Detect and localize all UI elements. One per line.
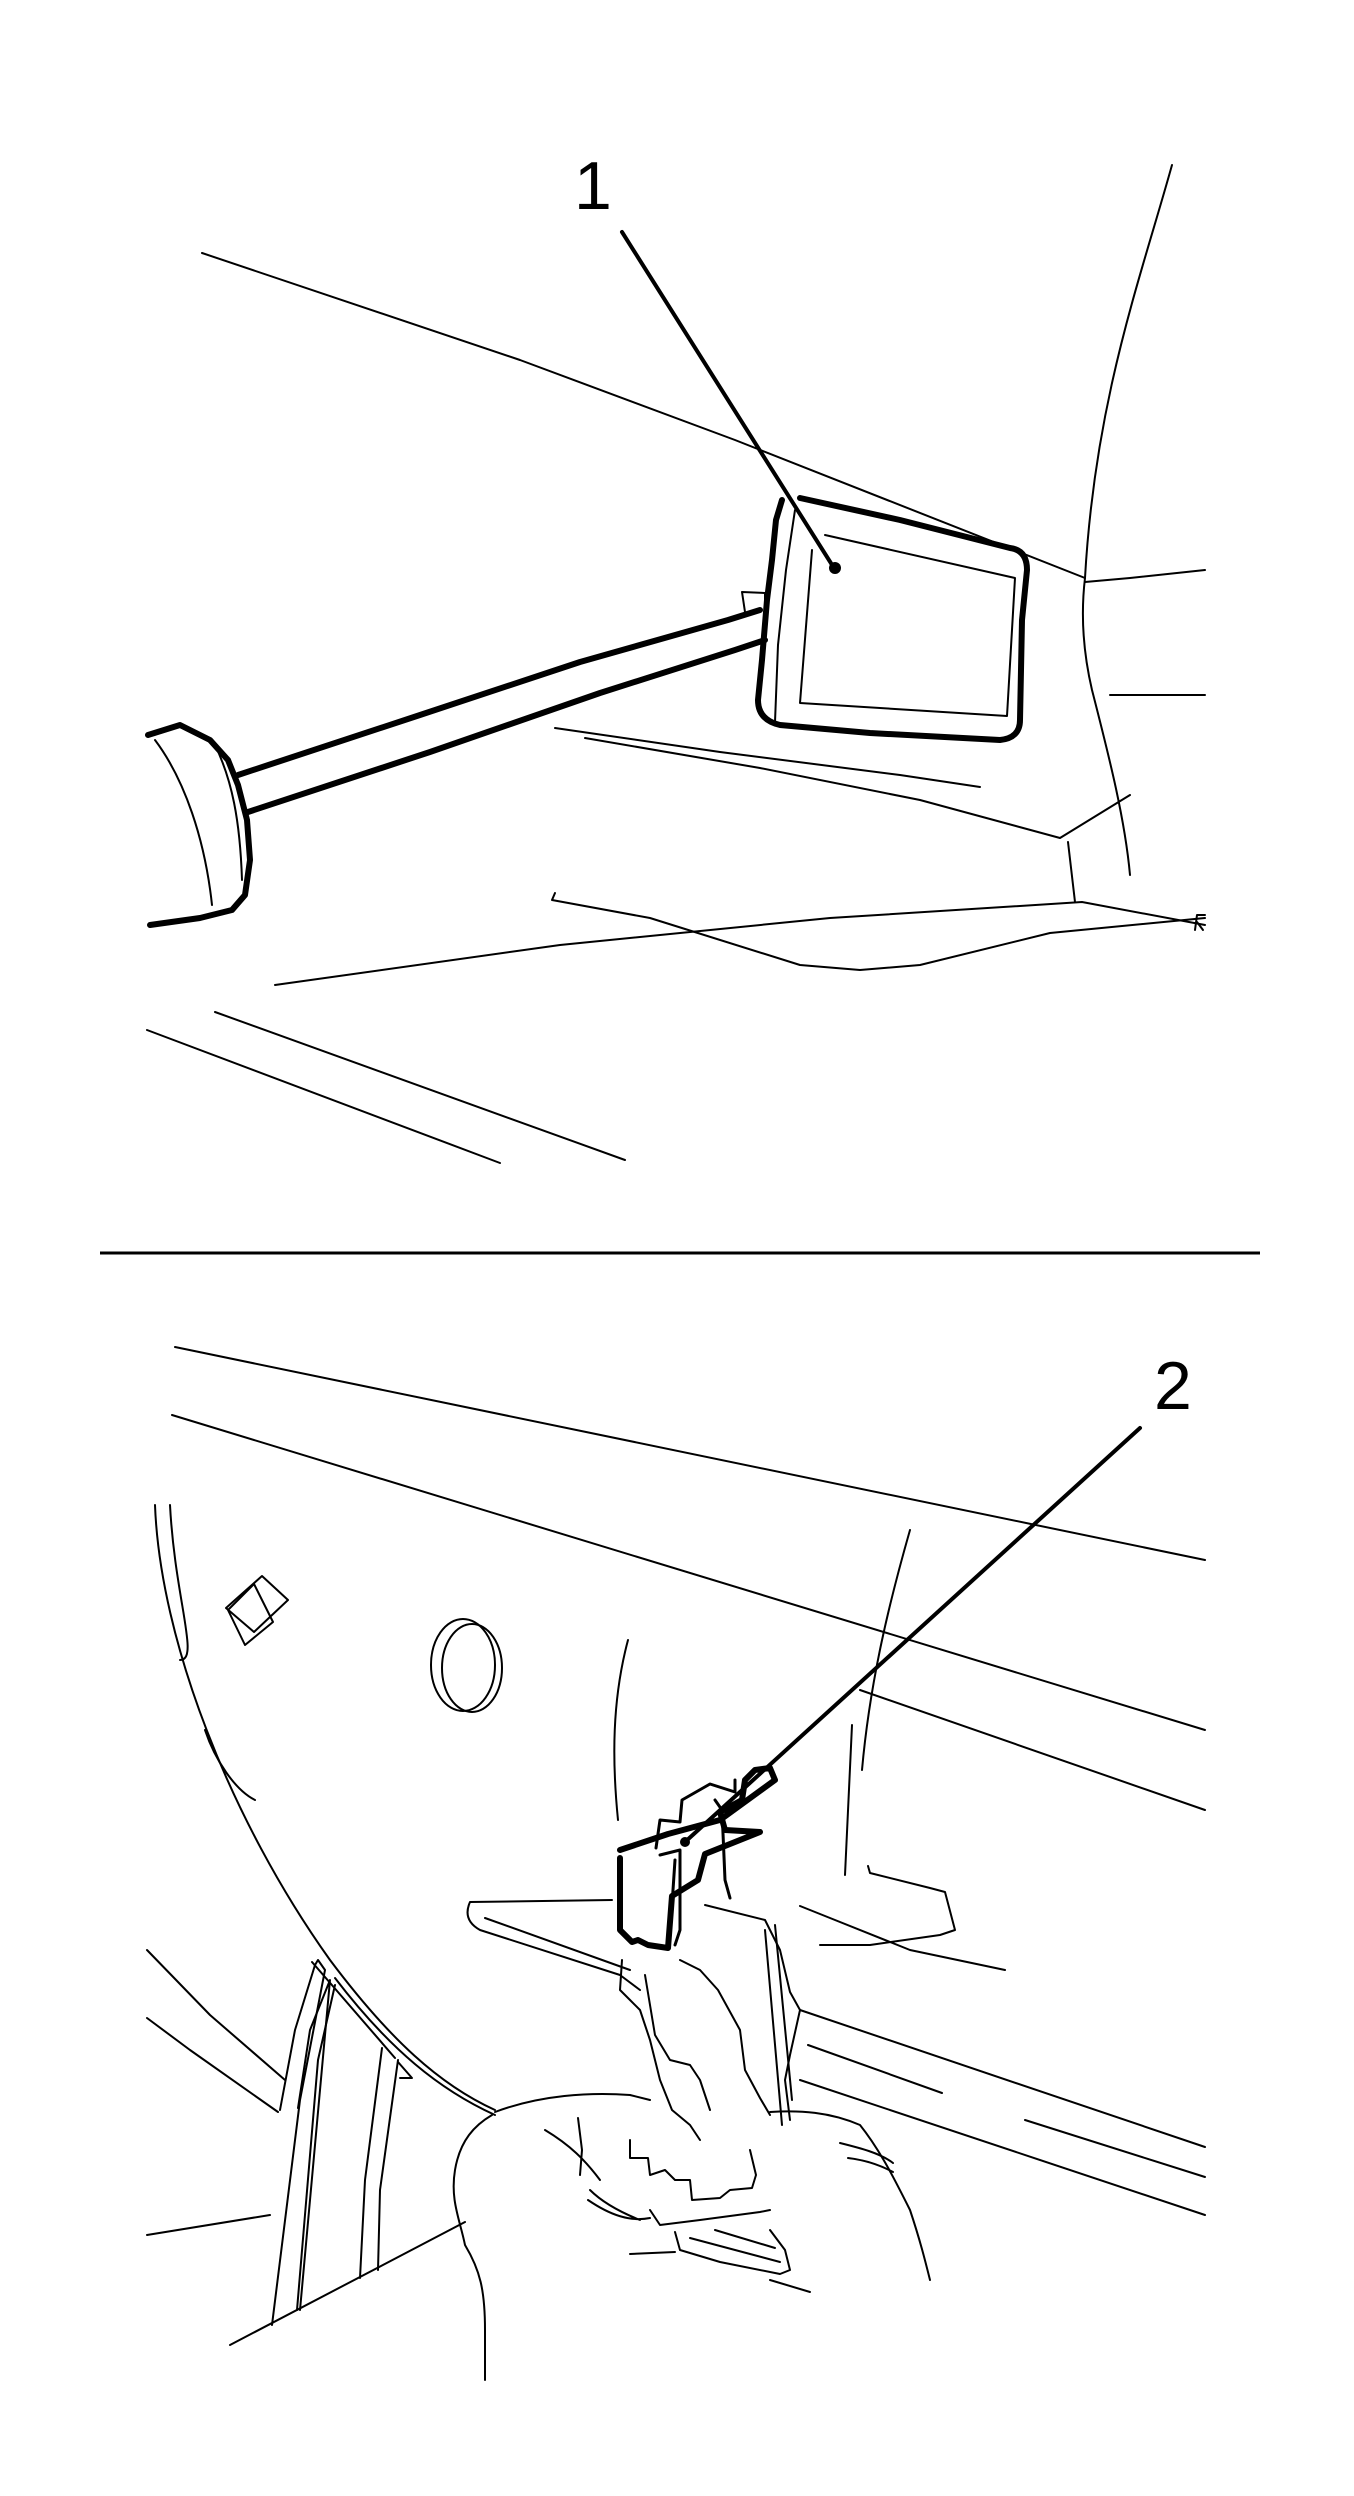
round-grommet (430, 1618, 496, 1712)
connector-boot-2 (679, 1959, 771, 2116)
handle-strip-line (484, 1917, 631, 1971)
b-pillar-left-line (146, 1949, 286, 2081)
pillar-foot-line (1067, 841, 1076, 903)
floor-line-1 (146, 1029, 501, 1164)
hand-wrist-line (629, 2251, 676, 2255)
connector-guide-b (774, 1924, 793, 2101)
connector-lower-base (674, 2229, 791, 2275)
door-belt-line (171, 1414, 1206, 1731)
door-lower-line-3 (1024, 2119, 1206, 2178)
armrest-line (799, 1905, 1006, 1971)
door-lower-line-2 (807, 2044, 943, 2094)
body-edge-line (201, 252, 1086, 579)
callout-1-anchor-dot (829, 562, 841, 574)
connector-lower-slat-2 (714, 2229, 776, 2249)
floor-line-2 (214, 1011, 626, 1161)
b-pillar-right-a (359, 2047, 383, 2279)
trim-pad-face (799, 534, 1016, 717)
hand-finger-crease (544, 2117, 601, 2181)
door-edge-arc-inner2 (204, 1729, 256, 1801)
trim-pad-inner-left (774, 509, 796, 723)
connector-lower-body (629, 2139, 757, 2201)
pillar-trim-line (1084, 569, 1206, 583)
door-lower-line-4 (799, 2079, 1206, 2216)
door-top-line (174, 1346, 1206, 1561)
connector-guide-a (764, 1929, 783, 2126)
bottom-panel-illustration (146, 1346, 1206, 2381)
hand-bottom-edge (769, 2279, 811, 2293)
connector-lower-slat-1 (689, 2237, 781, 2263)
b-pillar-top (311, 1961, 396, 2059)
connector-housing (617, 1765, 778, 1951)
diamond-clip-inner (227, 1583, 274, 1646)
hand-finger-crease-2 (587, 2189, 651, 2221)
b-pillar-right-b (377, 2059, 399, 2271)
hand-left-thumb (452, 2114, 493, 2381)
callout-2-anchor-dot (680, 1837, 690, 1847)
top-panel-illustration (145, 164, 1206, 1164)
connector-recess-right (861, 1529, 911, 1771)
door-mid-line (859, 1689, 1206, 1811)
ledge-line-lower (584, 737, 1131, 839)
small-clip-glyph (1194, 914, 1206, 931)
sill-edge-line (274, 901, 1206, 986)
hand-right-crease (839, 2142, 894, 2173)
callout-2-leader (683, 1426, 1142, 1844)
tool-shaft-top (235, 607, 763, 778)
b-pillar-sill-line (146, 2214, 271, 2236)
connector-recess-outline (613, 1639, 629, 1821)
tool-handle-inner-edge (154, 739, 213, 906)
hand-left-finger (494, 2093, 651, 2113)
b-pillar-inner-2 (296, 1984, 336, 2311)
pillar-edge-line (1081, 164, 1173, 876)
tool-shaft-bottom (245, 637, 768, 815)
round-grommet-rim (441, 1623, 503, 1713)
door-lower-line-1 (799, 2009, 1206, 2148)
door-edge-arc-inner (169, 1504, 189, 1661)
connector-socket (658, 1848, 682, 1947)
connector-right-tab (713, 1798, 732, 1900)
diamond-clip-outer (225, 1575, 289, 1633)
callout-1-leader (620, 230, 836, 570)
callout-1-label: 1 (574, 148, 612, 224)
door-edge-arc-parallel (334, 1977, 496, 2116)
tool-handle-grip (145, 722, 253, 928)
door-edge-arc-outer (154, 1504, 496, 2111)
connector-cable-outline (704, 1904, 801, 2121)
b-pillar-inner (297, 1979, 331, 2311)
b-pillar-floor-line (229, 2221, 466, 2346)
handle-strip (466, 1899, 641, 1991)
connector-cable-outline-2 (644, 1974, 711, 2111)
hand-right-thumb (769, 2110, 931, 2281)
recess-right-edge (844, 1724, 853, 1876)
trim-pad-outer (755, 495, 1030, 743)
b-pillar-left-line-2 (146, 2017, 279, 2113)
connector-lower-plate (649, 2209, 771, 2226)
armrest-tab (819, 1865, 956, 1946)
lower-panel-curve (551, 892, 1206, 971)
callout-2-label: 2 (1154, 1348, 1192, 1424)
ledge-line-upper (554, 727, 981, 788)
tool-handle-inner-edge-2 (214, 744, 243, 881)
connector-boot (619, 1959, 701, 2141)
connector-latch (654, 1778, 737, 1850)
b-pillar-tab (397, 2061, 413, 2079)
